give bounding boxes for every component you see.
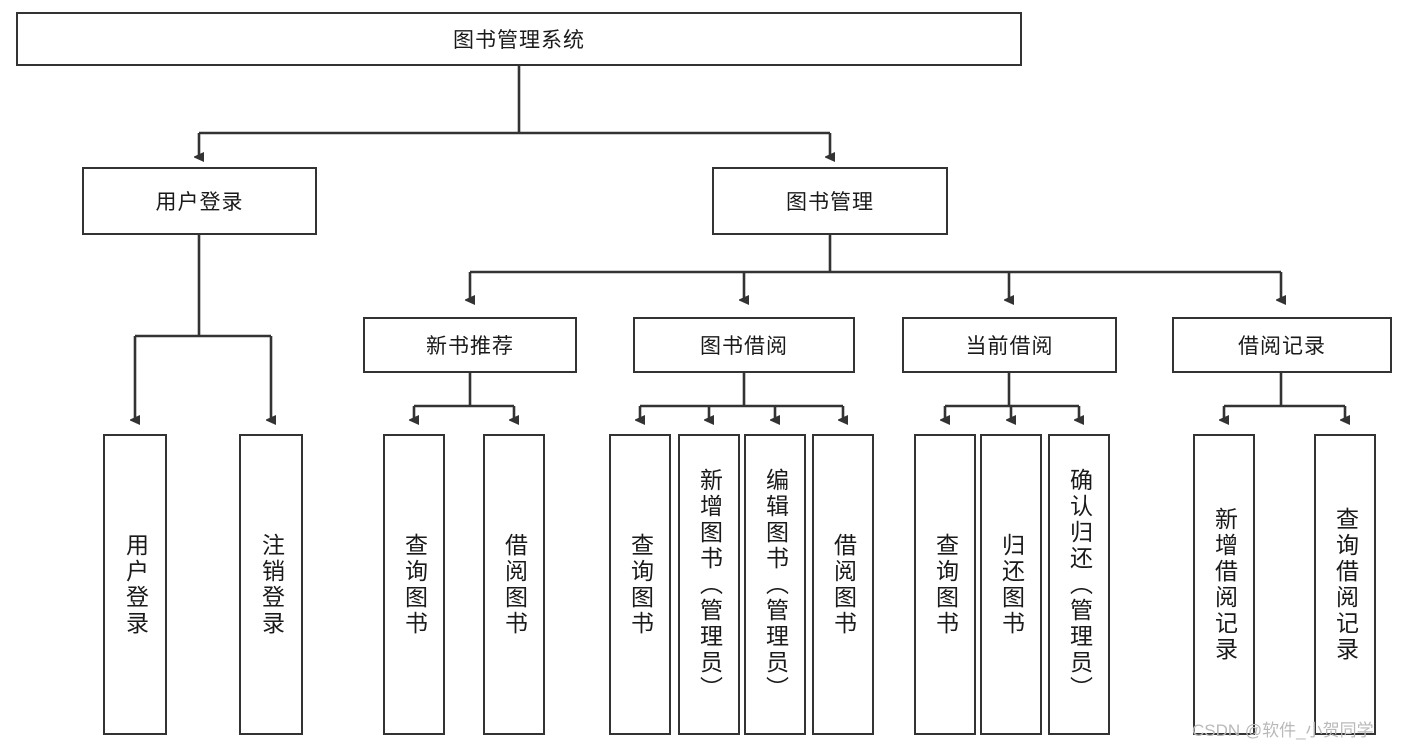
node-leaf-user-logout-label: 注销登录 [258, 532, 285, 637]
node-book-borrow-label: 图书借阅 [700, 335, 788, 358]
node-root[interactable]: 图书管理系统 [16, 12, 1022, 66]
node-leaf-confirm-return-label: 确认归还（管理员） [1066, 467, 1093, 702]
node-leaf-user-logout[interactable]: 注销登录 [239, 434, 303, 735]
node-user-login-label: 用户登录 [155, 191, 244, 214]
node-root-label: 图书管理系统 [453, 29, 585, 52]
node-leaf-return-book[interactable]: 归还图书 [980, 434, 1042, 735]
node-leaf-borrow-book-1-label: 借阅图书 [501, 532, 528, 637]
node-leaf-query-book-3-label: 查询图书 [932, 532, 959, 637]
node-leaf-user-login[interactable]: 用户登录 [103, 434, 167, 735]
node-leaf-return-book-label: 归还图书 [998, 532, 1025, 637]
node-user-login[interactable]: 用户登录 [82, 167, 317, 235]
node-new-book-recommend-label: 新书推荐 [426, 335, 514, 358]
node-leaf-query-record-label: 查询借阅记录 [1332, 506, 1359, 663]
node-leaf-borrow-book-1[interactable]: 借阅图书 [483, 434, 545, 735]
node-leaf-query-book-2[interactable]: 查询图书 [609, 434, 671, 735]
node-leaf-edit-book-label: 编辑图书（管理员） [762, 467, 789, 702]
node-leaf-query-book-3[interactable]: 查询图书 [914, 434, 976, 735]
node-leaf-add-book[interactable]: 新增图书（管理员） [678, 434, 740, 735]
node-leaf-add-book-label: 新增图书（管理员） [696, 467, 723, 702]
node-leaf-add-record[interactable]: 新增借阅记录 [1193, 434, 1255, 735]
node-book-borrow[interactable]: 图书借阅 [633, 317, 855, 373]
node-book-manage-label: 图书管理 [786, 191, 874, 214]
node-leaf-edit-book[interactable]: 编辑图书（管理员） [744, 434, 806, 735]
node-book-manage[interactable]: 图书管理 [712, 167, 948, 235]
node-borrow-record[interactable]: 借阅记录 [1172, 317, 1392, 373]
node-leaf-borrow-book-2[interactable]: 借阅图书 [812, 434, 874, 735]
node-leaf-query-book-2-label: 查询图书 [627, 532, 654, 637]
node-borrow-record-label: 借阅记录 [1238, 335, 1326, 358]
node-leaf-query-book-1[interactable]: 查询图书 [383, 434, 445, 735]
node-current-borrow-label: 当前借阅 [965, 335, 1054, 358]
node-leaf-query-record[interactable]: 查询借阅记录 [1314, 434, 1376, 735]
node-leaf-borrow-book-2-label: 借阅图书 [830, 532, 857, 637]
node-leaf-query-book-1-label: 查询图书 [401, 532, 428, 637]
node-current-borrow[interactable]: 当前借阅 [902, 317, 1117, 373]
node-leaf-user-login-label: 用户登录 [122, 532, 149, 637]
node-leaf-confirm-return[interactable]: 确认归还（管理员） [1048, 434, 1110, 735]
node-new-book-recommend[interactable]: 新书推荐 [363, 317, 577, 373]
node-leaf-add-record-label: 新增借阅记录 [1211, 506, 1238, 663]
